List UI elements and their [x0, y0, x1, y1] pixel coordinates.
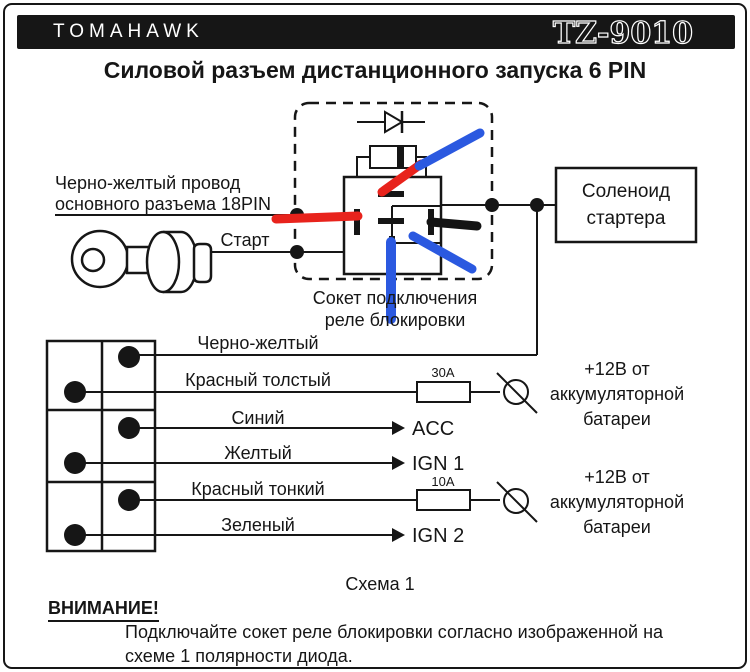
wire-label: Черно-желтый: [197, 333, 318, 353]
brand-logo: TOMAHAWK: [53, 21, 204, 42]
battery-label: батареи: [583, 409, 651, 429]
ignition-key-icon: [70, 229, 213, 294]
wire-label: Зеленый: [221, 515, 295, 535]
arrow-right-icon: [392, 456, 405, 470]
fuse-rating: 10A: [431, 474, 454, 489]
start-label: Старт: [221, 230, 270, 250]
battery-label: +12В от: [584, 467, 649, 487]
junction-dot: [290, 245, 304, 259]
scheme-caption: Схема 1: [345, 574, 414, 594]
solenoid-box: Соленоид стартера: [554, 166, 698, 244]
red-marker-stroke-horizontal: [271, 211, 363, 224]
connector-pin: [118, 346, 140, 368]
page-border: [3, 3, 747, 669]
black-marker-stroke: [426, 217, 482, 231]
battery-source-icon: [496, 481, 538, 523]
battery-label: батареи: [583, 517, 651, 537]
warning-text: схеме 1 полярности диода.: [125, 646, 353, 666]
battery-label: +12В от: [584, 359, 649, 379]
red-marker-stroke-diagonal: [377, 159, 426, 197]
arrow-right-icon: [392, 528, 405, 542]
warning-title: ВНИМАНИЕ!: [48, 598, 159, 622]
solenoid-label: стартера: [587, 208, 666, 229]
battery-label: аккумуляторной: [550, 492, 684, 512]
junction-dot: [485, 198, 499, 212]
socket-caption: реле блокировки: [325, 310, 466, 330]
main-wire-label: Черно-желтый провод: [55, 173, 241, 193]
solenoid-label: Соленоид: [582, 181, 670, 202]
page-title: Силовой разъем дистанционного запуска 6 …: [103, 57, 647, 83]
blue-marker-stroke-upper: [414, 128, 485, 171]
junction-dot: [530, 198, 544, 212]
target-label: IGN 1: [412, 453, 464, 475]
socket-pin-left: [354, 209, 360, 235]
target-label: ACC: [412, 418, 454, 440]
socket-caption: Сокет подключения: [313, 288, 477, 308]
warning-text: Подключайте сокет реле блокировки соглас…: [125, 622, 664, 642]
socket-pin-top: [378, 191, 404, 197]
fuse-icon: [416, 381, 471, 403]
main-wire-label: основного разъема 18PIN: [55, 194, 271, 214]
target-label: IGN 2: [412, 525, 464, 547]
fuse-icon: [416, 489, 471, 511]
battery-label: аккумуляторной: [550, 384, 684, 404]
model-badge: TZ-9010: [552, 15, 693, 51]
wire-label: Синий: [231, 408, 284, 428]
wire-label: Красный тонкий: [191, 479, 324, 499]
diode-symbol-icon: [357, 110, 425, 134]
power-connector-block: [45, 339, 157, 553]
socket-pin-middle: [378, 218, 404, 224]
blue-marker-stroke-lower: [408, 231, 477, 274]
fuse-rating: 30A: [431, 365, 454, 380]
battery-source-icon: [496, 372, 538, 414]
diode-component-icon: [356, 145, 427, 178]
header-bar: TOMAHAWK TZ-9010: [17, 15, 735, 52]
wire-label: Красный толстый: [185, 370, 331, 390]
arrow-right-icon: [392, 421, 405, 435]
wire-label: Желтый: [224, 443, 292, 463]
